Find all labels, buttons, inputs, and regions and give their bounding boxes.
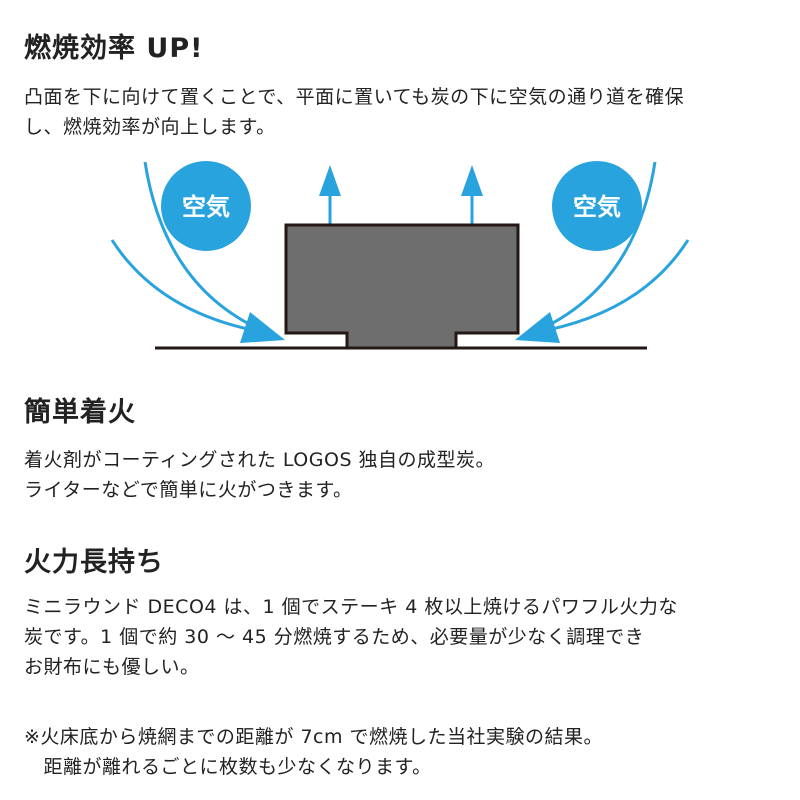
heading-easy-ignition: 簡単着火	[24, 397, 136, 428]
text-line: ミニラウンド DECO4 は、1 個でステーキ 4 枚以上焼けるパワフル火力な	[24, 596, 678, 618]
arrow-up-icon	[319, 165, 341, 196]
paragraph-efficiency: 凸面を下に向けて置くことで、平面に置いても炭の下に空気の通り道を確保 し、燃焼効…	[24, 82, 684, 142]
air-badge-right: 空気	[552, 161, 642, 251]
air-badge-left: 空気	[161, 161, 251, 251]
text-line: ※火床底から焼網までの距離が 7cm で燃焼した当社実験の結果。	[24, 726, 604, 748]
text-line: 凸面を下に向けて置くことで、平面に置いても炭の下に空気の通り道を確保	[24, 86, 685, 108]
left-airflow-arrows	[110, 161, 285, 343]
paragraph-easy-ignition: 着火剤がコーティングされた LOGOS 独自の成型炭。 ライターなどで簡単に火が…	[24, 445, 495, 505]
heading-long-lasting: 火力長持ち	[24, 547, 164, 578]
right-airflow-arrows	[515, 161, 690, 343]
arrow-up-icon	[461, 165, 483, 196]
paragraph-long-lasting: ミニラウンド DECO4 は、1 個でステーキ 4 枚以上焼けるパワフル火力な …	[24, 592, 678, 682]
airflow-diagram: 空気 空気	[110, 161, 690, 350]
footnote: ※火床底から焼網までの距離が 7cm で燃焼した当社実験の結果。 距離が離れるご…	[24, 722, 603, 782]
arrowhead-icon	[515, 312, 560, 343]
charcoal-block	[284, 223, 520, 350]
text-line: ライターなどで簡単に火がつきます。	[24, 479, 353, 501]
text-line: 着火剤がコーティングされた LOGOS 独自の成型炭。	[24, 449, 496, 471]
heading-efficiency: 燃焼効率 UP!	[24, 33, 204, 64]
arrowhead-icon	[240, 312, 285, 343]
upward-arrows	[319, 165, 483, 224]
air-label: 空気	[573, 193, 621, 221]
text-line: し、燃焼効率が向上します。	[24, 116, 276, 138]
text-line: 距離が離れるごとに枚数も少なくなります。	[24, 756, 432, 778]
text-line: お財布にも優しい。	[24, 656, 200, 678]
air-label: 空気	[182, 193, 230, 221]
text-line: 炭です。1 個で約 30 〜 45 分燃焼するため、必要量が少なく調理でき	[24, 626, 645, 648]
